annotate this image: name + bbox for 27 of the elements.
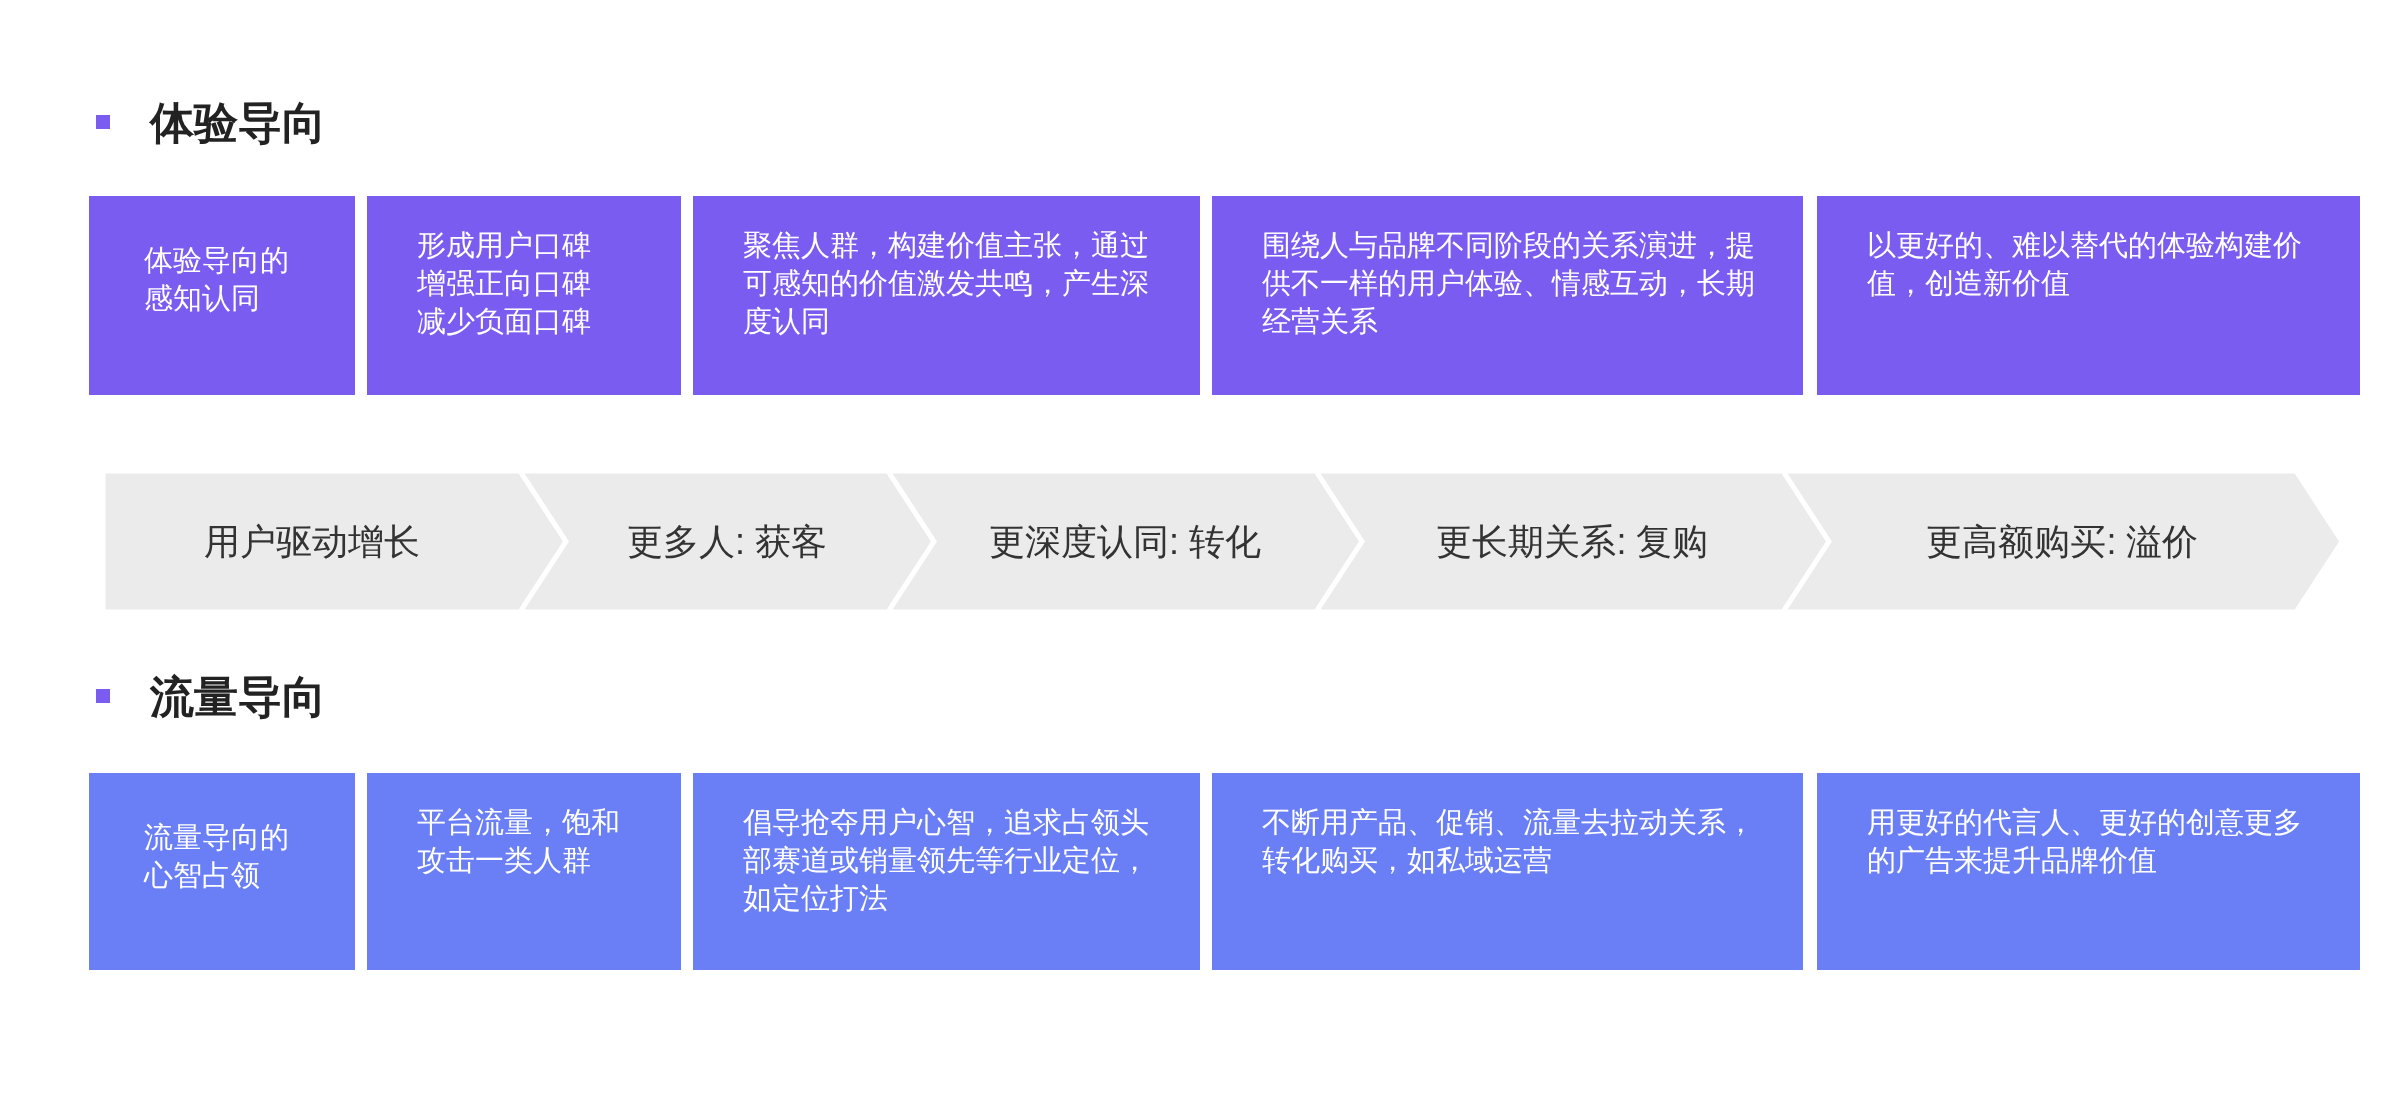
section-heading: 流量导向	[150, 671, 326, 723]
chevron-label: 更多人: 获客	[627, 519, 827, 563]
card-text: 以更好的、难以替代的体验构建价值，创造新价值	[1867, 228, 2303, 301]
text-card	[693, 773, 1200, 970]
card-text: 平台流量，饱和攻击一类人群	[417, 805, 621, 878]
text-card	[1817, 196, 2360, 395]
card-text: 体验导向的感知认同	[144, 243, 290, 316]
card-text: 不断用产品、促销、流量去拉动关系，转化购买，如私域运营	[1262, 805, 1756, 878]
card-text: 增强正向口碑	[417, 266, 592, 301]
text-card	[89, 773, 355, 970]
text-card	[693, 196, 1200, 395]
card-text: 用更好的代言人、更好的创意更多的广告来提升品牌价值	[1867, 805, 2303, 878]
card-text: 聚焦人群，构建价值主张，通过可感知的价值激发共鸣，产生深度认同	[743, 228, 1150, 339]
card-text: 流量导向的心智占领	[144, 820, 290, 893]
section-heading: 体验导向	[150, 97, 326, 149]
text-card	[367, 773, 681, 970]
text-card	[1212, 196, 1803, 395]
card-text: 减少负面口碑	[417, 304, 592, 339]
chevron-label: 用户驱动增长	[203, 519, 420, 563]
text-card	[89, 196, 355, 395]
text-card	[367, 196, 681, 395]
card-text: 形成用户口碑	[417, 228, 592, 263]
text-card	[1817, 773, 2360, 970]
text-card	[1212, 773, 1803, 970]
card-text: 倡导抢夺用户心智，追求占领头部赛道或销量领先等行业定位，如定位打法	[743, 805, 1150, 916]
card-text: 围绕人与品牌不同阶段的关系演进，提供不一样的用户体验、情感互动，长期经营关系	[1262, 228, 1756, 339]
chevron-label: 更高额购买: 溢价	[1926, 519, 2199, 563]
